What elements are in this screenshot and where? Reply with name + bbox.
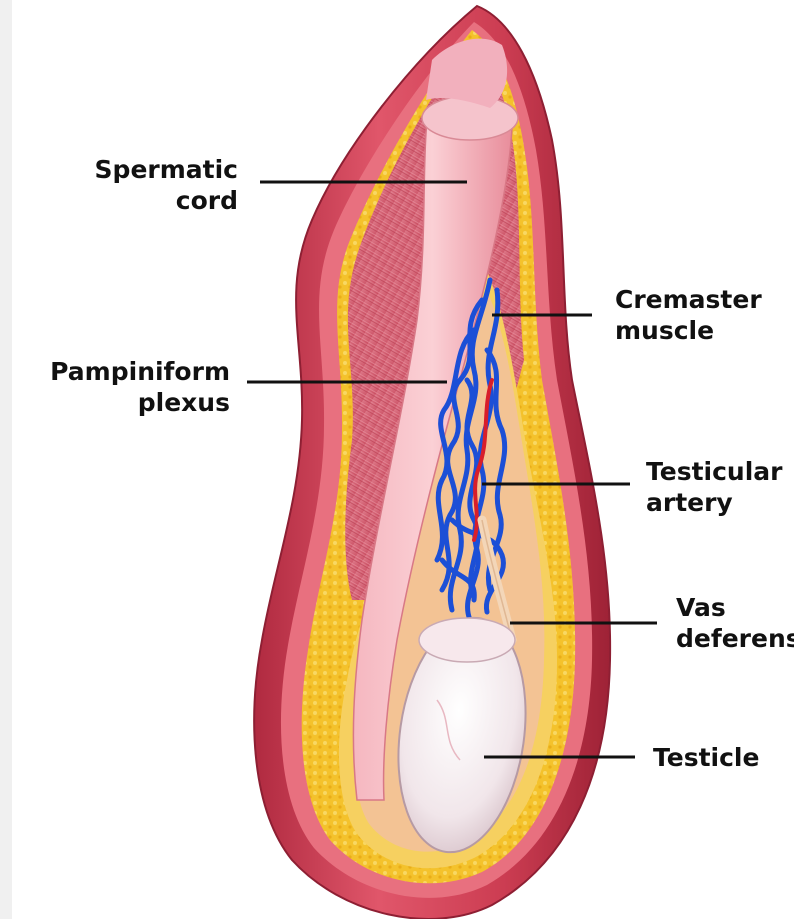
label-vas-deferens: Vas deferens [676,592,794,654]
label-spermatic-cord-line2: cord [82,185,238,216]
label-testicular-artery-line1: Testicular [646,456,782,487]
label-vas-deferens-line2: deferens [676,623,794,654]
label-pampiniform-plexus-line1: Pampiniform [32,356,230,387]
label-spermatic-cord: Spermatic cord [82,154,238,216]
label-spermatic-cord-line1: Spermatic [82,154,238,185]
label-testicular-artery: Testicular artery [646,456,782,518]
label-pampiniform-plexus-line2: plexus [32,387,230,418]
label-cremaster-muscle-line1: Cremaster [615,284,762,315]
label-cremaster-muscle-line2: muscle [615,315,762,346]
label-vas-deferens-line1: Vas [676,592,794,623]
label-testicle: Testicle [653,742,759,773]
label-testicle-line1: Testicle [653,742,759,773]
label-pampiniform-plexus: Pampiniform plexus [32,356,230,418]
testicle-epididymis [419,618,515,662]
label-testicular-artery-line2: artery [646,487,782,518]
cord-cut-face [422,96,518,140]
label-cremaster-muscle: Cremaster muscle [615,284,762,346]
